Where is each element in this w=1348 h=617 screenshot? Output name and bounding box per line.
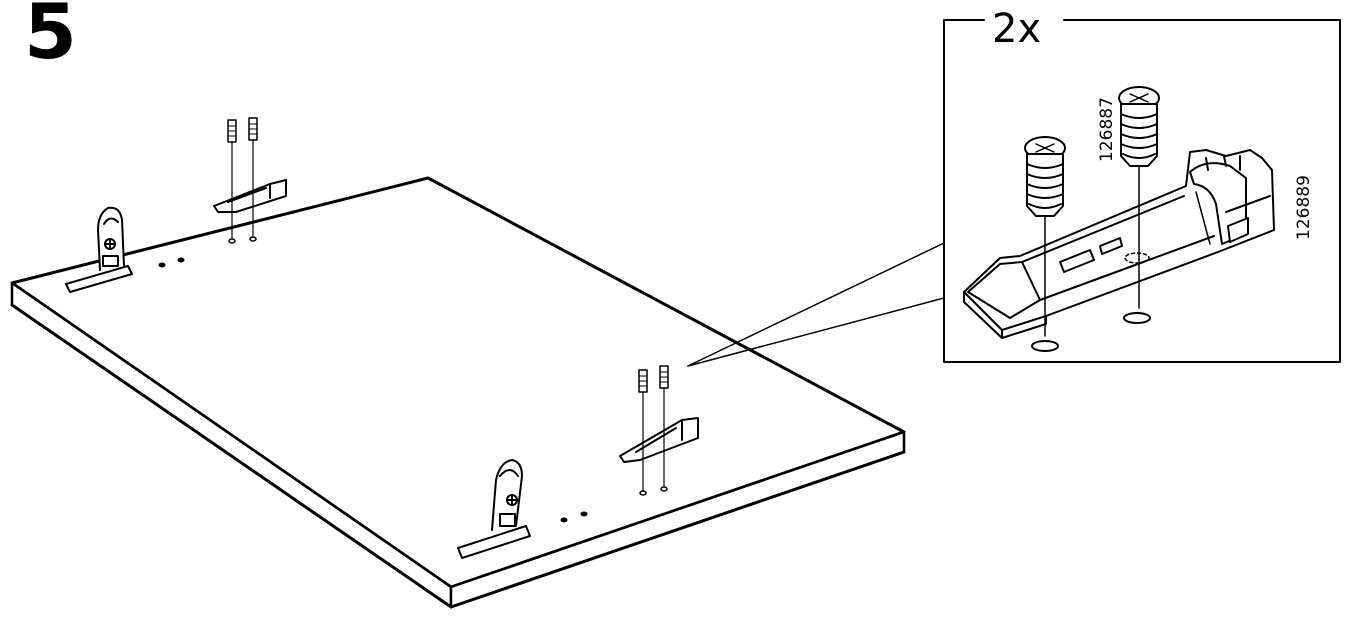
- detail-box: [943, 19, 1341, 363]
- detail-dowel-right: [1118, 86, 1160, 324]
- panel-holes-front: [560, 511, 588, 523]
- callout-lines: [687, 242, 945, 367]
- quantity-label: 2x: [992, 6, 1041, 52]
- step-number: 5: [24, 0, 77, 76]
- part-number-bracket: 126889: [1294, 175, 1314, 240]
- mounting-plate-front: [619, 365, 699, 496]
- part-number-dowel: 126887: [1097, 97, 1117, 162]
- panel-holes-left: [158, 257, 185, 268]
- detail-dowel-left: [1024, 136, 1066, 352]
- panel-board: [10, 176, 906, 609]
- mounting-plate-back: [213, 117, 287, 244]
- hinge-front: [457, 459, 531, 559]
- hinge-back-left: [65, 206, 133, 293]
- detail-bracket: [963, 149, 1275, 339]
